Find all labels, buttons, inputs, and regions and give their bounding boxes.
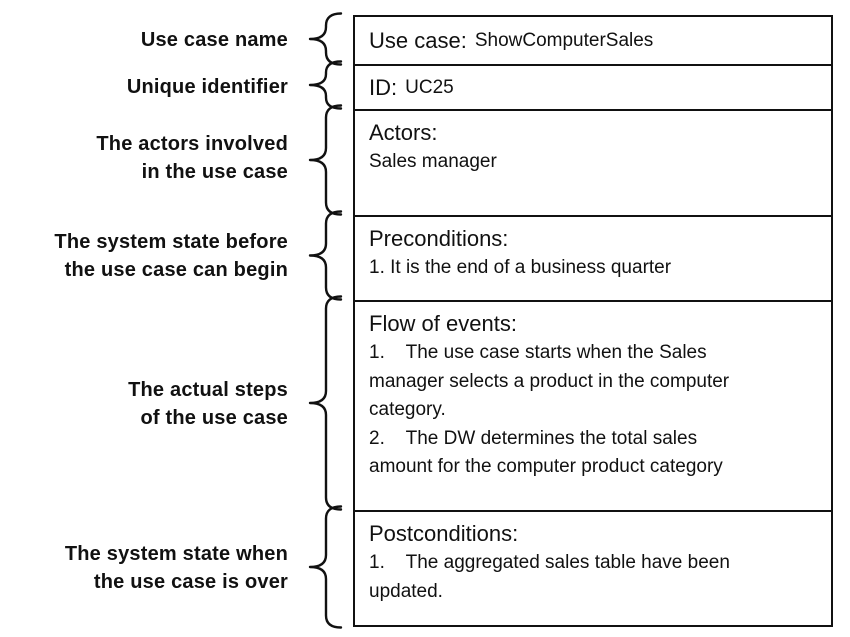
- row-line: 1. The aggregated sales table have been: [369, 552, 730, 573]
- annotation-preconditions: The system state before the use case can…: [0, 228, 288, 284]
- row-header: Flow of events:: [369, 311, 517, 336]
- row-header: ID:: [369, 74, 398, 100]
- annotation-line: The actors involved: [96, 133, 288, 155]
- annotation-use-case-name: Use case name: [0, 26, 288, 54]
- table-row-postconditions: Postconditions: 1. The aggregated sales …: [355, 510, 831, 629]
- row-header: Postconditions:: [369, 521, 519, 546]
- curly-brace-icon: [308, 104, 343, 216]
- annotation-unique-identifier: Unique identifier: [0, 73, 288, 101]
- table-row-flow-of-events: Flow of events: 1. The use case starts w…: [355, 300, 831, 510]
- row-line: manager selects a product in the compute…: [369, 370, 730, 392]
- row-line: amount for the computer product category: [369, 456, 723, 477]
- annotation-flow-of-events: The actual steps of the use case: [0, 376, 288, 432]
- annotation-line: Unique identifier: [126, 76, 288, 98]
- use-case-table: Use case: ShowComputerSales ID: UC25 Actor…: [353, 15, 833, 627]
- row-line: updated.: [369, 580, 443, 602]
- row-line: category.: [369, 399, 446, 420]
- annotation-line: in the use case: [141, 161, 288, 183]
- row-line: 2. The DW determines the total sales: [369, 427, 698, 449]
- annotation-line: The system state before: [54, 231, 288, 253]
- annotation-line: the use case is over: [93, 571, 288, 593]
- annotation-postconditions: The system state when the use case is ov…: [0, 540, 288, 596]
- row-line: Sales manager: [369, 151, 497, 172]
- annotation-line: The actual steps: [128, 379, 288, 401]
- row-value: ShowComputerSales: [474, 29, 654, 51]
- curly-brace-icon: [308, 60, 343, 110]
- table-row-id: ID: UC25: [355, 64, 831, 109]
- annotation-line: Use case name: [140, 29, 288, 51]
- row-header: Preconditions:: [369, 226, 509, 251]
- row-header: Use case:: [369, 27, 467, 53]
- row-line: 1. The use case starts when the Sales: [369, 342, 707, 363]
- curly-brace-icon: [308, 295, 343, 511]
- table-row-actors: Actors: Sales manager: [355, 109, 831, 215]
- annotation-line: of the use case: [140, 407, 288, 429]
- table-row-use-case: Use case: ShowComputerSales: [355, 17, 831, 64]
- annotation-actors: The actors involved in the use case: [0, 130, 288, 186]
- row-line: 1. It is the end of a business quarter: [369, 257, 672, 278]
- curly-brace-icon: [308, 505, 343, 629]
- curly-brace-icon: [308, 12, 343, 66]
- row-value: UC25: [405, 76, 454, 98]
- annotation-line: the use case can begin: [64, 259, 288, 281]
- table-row-preconditions: Preconditions: 1. It is the end of a bus…: [355, 215, 831, 300]
- row-header: Actors:: [369, 120, 438, 145]
- curly-brace-icon: [308, 210, 343, 301]
- annotation-line: The system state when: [64, 543, 288, 565]
